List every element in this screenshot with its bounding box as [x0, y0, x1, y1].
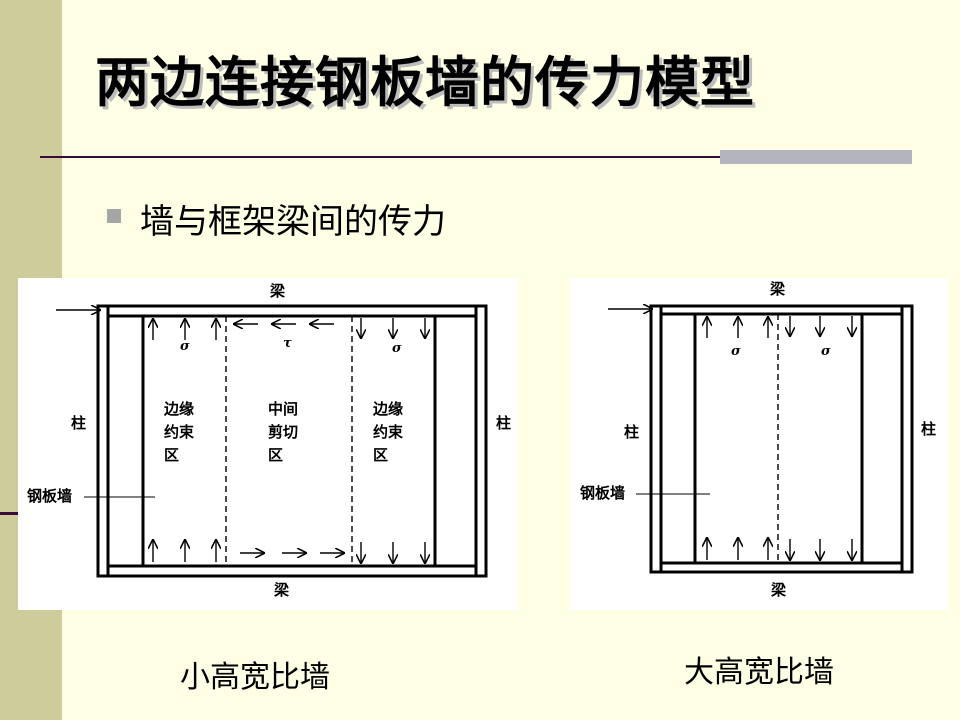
left-zone-right-line-1: 边缘	[372, 400, 403, 418]
right-diagram-caption: 大高宽比墙	[684, 655, 834, 690]
right-beam-bottom-label: 梁	[770, 581, 787, 599]
left-sigma-right: σ	[392, 341, 402, 356]
right-diagram-panel	[570, 278, 948, 610]
left-zone-right-line-2: 约束	[373, 423, 404, 441]
right-diagram: 梁 梁 柱 柱 钢板墙 σ σ	[570, 278, 948, 610]
left-beam-bottom-label: 梁	[273, 581, 290, 599]
left-diagram-caption: 小高宽比墙	[180, 660, 330, 695]
left-zone-left-line-2: 约束	[164, 423, 195, 441]
left-beam-top-label: 梁	[269, 282, 286, 300]
bullet-text: 墙与框架梁间的传力	[140, 202, 446, 242]
left-tau: τ	[283, 336, 292, 351]
slide-title: 两边连接钢板墙的传力模型	[95, 51, 755, 114]
left-sigma-left: σ	[180, 339, 190, 354]
right-beam-top-label: 梁	[769, 280, 786, 298]
left-column-left-label: 柱	[71, 414, 86, 432]
left-zone-middle-line-2: 剪切	[268, 423, 298, 441]
left-diagram: 梁 梁 柱 柱 钢板墙 σ τ σ 边缘 约束 区 中间 剪切 区 边缘 约束 …	[18, 278, 518, 610]
left-diagram-panel	[18, 278, 518, 610]
left-column-right-label: 柱	[496, 414, 511, 432]
right-sigma-right: σ	[821, 344, 831, 359]
left-zone-middle-line-3: 区	[268, 446, 283, 464]
left-zone-left-line-1: 边缘	[163, 400, 194, 418]
bullet-square-icon	[107, 209, 121, 223]
right-steel-wall-label: 钢板墙	[580, 484, 625, 502]
left-steel-wall-label: 钢板墙	[27, 487, 72, 505]
right-column-right-label: 柱	[921, 420, 936, 438]
right-column-left-label: 柱	[624, 423, 639, 441]
left-frame-outer	[96, 304, 488, 578]
left-zone-middle-line-1: 中间	[268, 400, 298, 418]
left-stress-arrows	[153, 318, 425, 563]
left-zone-right-line-3: 区	[373, 446, 388, 464]
right-sigma-left: σ	[731, 344, 741, 359]
right-frame-outer	[649, 304, 914, 574]
left-zone-left-line-3: 区	[164, 446, 179, 464]
title-rule-accent	[720, 150, 912, 164]
title-rule	[40, 156, 720, 158]
right-stress-arrows	[707, 316, 852, 560]
